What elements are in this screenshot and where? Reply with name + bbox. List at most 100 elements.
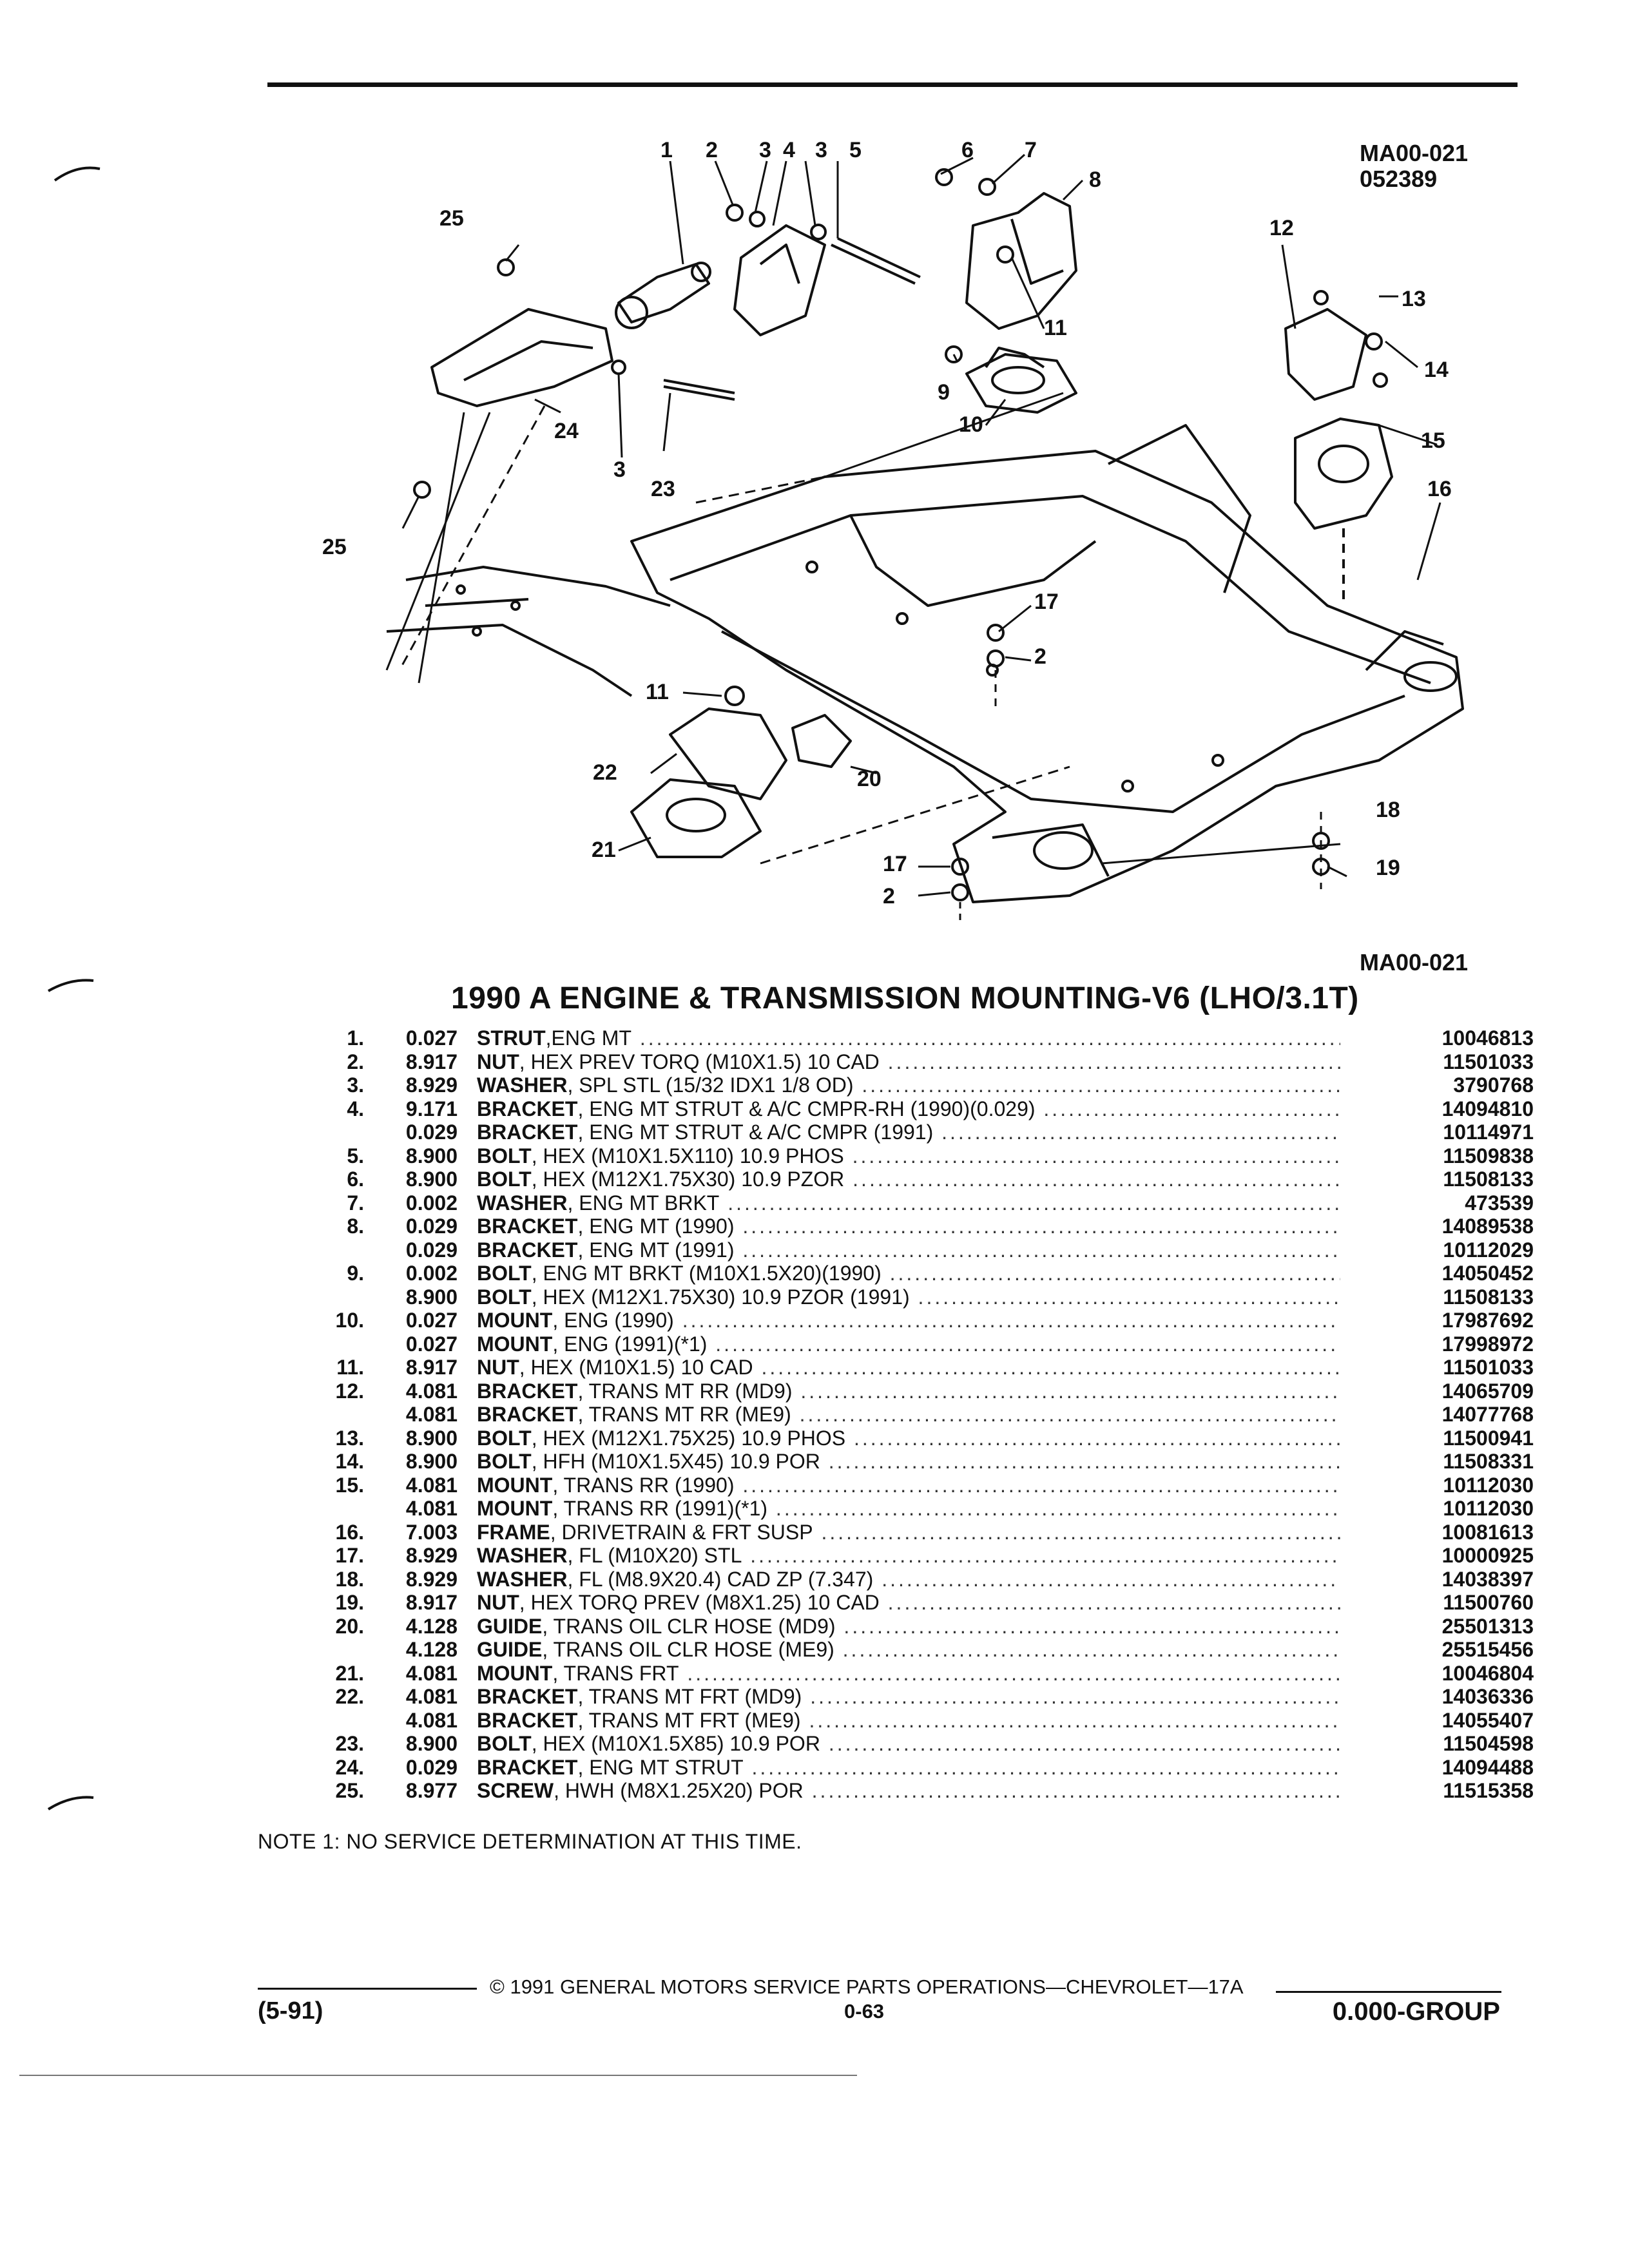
item-description: BRACKET, ENG MT STRUT & A/C CMPR (1991) …	[477, 1120, 1340, 1144]
leader-dots: ........................................…	[751, 1755, 1340, 1779]
bracket-8-drawing	[965, 192, 1077, 330]
item-name: BOLT	[477, 1144, 532, 1168]
item-name: BOLT	[477, 1168, 532, 1191]
callout-17-lower: 17	[883, 852, 907, 876]
item-detail: , TRANS RR (1990)	[552, 1473, 735, 1497]
item-description: BOLT, HEX (M10X1.5X85) 10.9 POR ........…	[477, 1732, 1340, 1755]
item-description: WASHER, ENG MT BRKT ....................…	[477, 1191, 1340, 1215]
item-detail: , ENG MT STRUT & A/C CMPR (1991)	[577, 1120, 934, 1144]
item-part-number: 14038397	[1441, 1567, 1534, 1591]
margin-mark-2	[48, 979, 94, 992]
callout-leaders	[401, 153, 1441, 897]
leader-dots: ........................................…	[887, 1050, 1340, 1073]
item-detail: , TRANS MT RR (ME9)	[577, 1403, 791, 1426]
item-name: WASHER	[477, 1073, 568, 1097]
item-quantity: 0.002	[405, 1191, 458, 1215]
leader-dots: ........................................…	[761, 1356, 1340, 1379]
item-name: BRACKET	[477, 1379, 578, 1403]
callout-17-upper: 17	[1034, 590, 1059, 614]
item-description: BOLT, HEX (M12X1.75X30) 10.9 PZOR ......…	[477, 1168, 1340, 1191]
item-number: 25.	[335, 1779, 364, 1802]
leader-dots: ........................................…	[852, 1144, 1340, 1168]
item-description: MOUNT, ENG (1990) ......................…	[477, 1309, 1340, 1332]
item-detail: , HEX TORQ PREV (M8X1.25) 10 CAD	[519, 1591, 880, 1614]
leader-dots: ........................................…	[682, 1309, 1340, 1332]
item-detail: , ENG MT STRUT	[577, 1755, 744, 1779]
item-quantity: 8.917	[405, 1050, 458, 1073]
item-detail: , TRANS MT FRT (MD9)	[577, 1685, 802, 1708]
leader-dots: ........................................…	[828, 1450, 1340, 1473]
item-description: NUT, HEX (M10X1.5) 10 CAD ..............…	[477, 1356, 1340, 1379]
item-part-number: 14050452	[1441, 1262, 1534, 1285]
callout-3-lower: 3	[613, 457, 626, 482]
item-description: BOLT, HFH (M10X1.5X45) 10.9 POR ........…	[477, 1450, 1340, 1473]
item-detail: , DRIVETRAIN & FRT SUSP	[550, 1520, 813, 1544]
leader-dots: ........................................…	[882, 1567, 1340, 1591]
footer-rule-left	[258, 1988, 477, 1990]
item-name: GUIDE	[477, 1614, 543, 1638]
item-number: 18.	[335, 1567, 364, 1591]
item-name: WASHER	[477, 1544, 568, 1567]
callout-5: 5	[849, 138, 862, 162]
item-number: 7.	[347, 1191, 364, 1215]
callout-3-top-right: 3	[815, 138, 827, 162]
item-part-number: 11500941	[1443, 1426, 1534, 1450]
item-description: BOLT, HEX (M10X1.5X110) 10.9 PHOS ......…	[477, 1144, 1340, 1168]
callout-2-top: 2	[706, 138, 718, 162]
footer-page-number: 0-63	[844, 2000, 885, 2023]
leader-dots: ........................................…	[862, 1073, 1340, 1097]
item-detail: , ENG (1991)(*1)	[552, 1332, 708, 1356]
item-number: 6.	[347, 1168, 364, 1191]
item-quantity: 8.977	[405, 1779, 458, 1802]
leader-dots: ........................................…	[639, 1026, 1340, 1050]
callout-25-top: 25	[439, 206, 464, 231]
leader-dots: ........................................…	[1043, 1097, 1340, 1120]
item-quantity: 0.029	[405, 1755, 458, 1779]
bracket-4-drawing	[733, 224, 826, 336]
item-description: BRACKET, ENG MT STRUT ..................…	[477, 1756, 1340, 1779]
item-name: BOLT	[477, 1285, 532, 1309]
item-part-number: 11504598	[1443, 1732, 1534, 1755]
item-name: BRACKET	[477, 1403, 578, 1426]
item-quantity: 4.081	[405, 1497, 458, 1520]
item-detail: , ENG MT BRKT (M10X1.5X20)(1990)	[531, 1262, 882, 1285]
footer-date: (5-91)	[258, 1997, 323, 2024]
item-quantity: 8.900	[405, 1732, 458, 1755]
item-detail: , SPL STL (15/32 IDX1 1/8 OD)	[567, 1073, 854, 1097]
item-detail: , HEX (M10X1.5) 10 CAD	[519, 1356, 753, 1379]
service-note: NOTE 1: NO SERVICE DETERMINATION AT THIS…	[258, 1830, 802, 1853]
item-detail: , FL (M8.9X20.4) CAD ZP (7.347)	[567, 1567, 874, 1591]
item-detail: , TRANS FRT	[552, 1661, 679, 1685]
item-description: NUT, HEX TORQ PREV (M8X1.25) 10 CAD ....…	[477, 1591, 1340, 1614]
item-quantity: 0.029	[405, 1120, 458, 1144]
frame-drawing	[630, 424, 1464, 903]
callout-23: 23	[651, 477, 675, 501]
item-part-number: 10112030	[1443, 1497, 1534, 1520]
item-name: WASHER	[477, 1567, 568, 1591]
item-part-number: 11508133	[1443, 1168, 1534, 1191]
leader-dots: ........................................…	[918, 1285, 1340, 1309]
item-name: BOLT	[477, 1262, 532, 1285]
callout-2-lower: 2	[883, 884, 895, 908]
item-part-number: 11509838	[1443, 1144, 1534, 1168]
leader-dots: ........................................…	[821, 1520, 1340, 1544]
item-name: BOLT	[477, 1426, 532, 1450]
page-title: 1990 A ENGINE & TRANSMISSION MOUNTING-V6…	[451, 981, 1359, 1015]
strut-drawing	[615, 262, 711, 329]
item-description: BRACKET, ENG MT (1990) .................…	[477, 1215, 1340, 1238]
fasteners-drawing	[413, 168, 1388, 901]
item-number: 3.	[347, 1073, 364, 1097]
leader-dots: ........................................…	[811, 1779, 1340, 1802]
leader-dots: ........................................…	[810, 1685, 1340, 1708]
